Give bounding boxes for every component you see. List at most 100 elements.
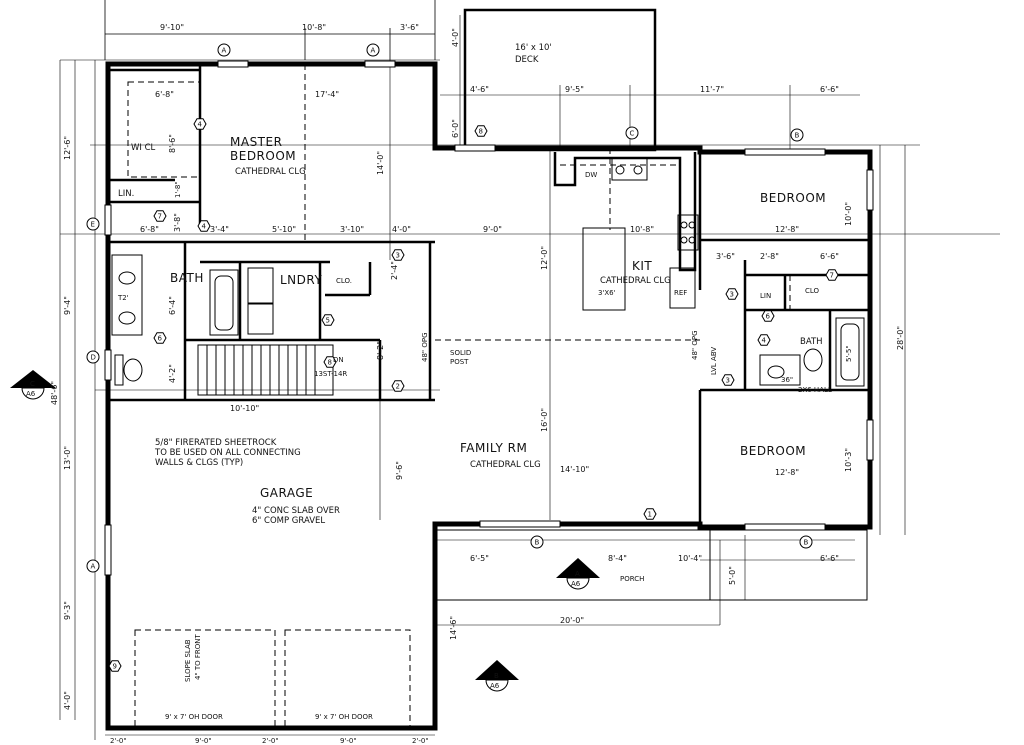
- oh-door-1-label: 9' x 7' OH DOOR: [165, 713, 223, 721]
- svg-text:A: A: [575, 570, 580, 578]
- door-tag-number: 3: [726, 377, 730, 385]
- bedroom-top-label: BEDROOM: [760, 191, 826, 205]
- svg-text:11'-7": 11'-7": [700, 85, 724, 94]
- window-tag: A: [217, 43, 231, 57]
- door-tag: 2: [391, 380, 405, 392]
- solid-post-label: SOLID: [450, 349, 471, 357]
- window-tag: C: [625, 126, 639, 140]
- svg-text:C: C: [30, 380, 35, 388]
- svg-text:3'-8": 3'-8": [173, 213, 182, 232]
- svg-text:5'-10": 5'-10": [272, 225, 296, 234]
- dishwasher-label: DW: [585, 171, 597, 179]
- fridge-label: REF: [674, 289, 687, 297]
- door-tag-number: 4: [202, 223, 207, 231]
- dimension-labels: 9'-10" 10'-8" 3'-6" 4'-0" 4'-6" 9'-5" 11…: [50, 23, 905, 745]
- door-tag: 9: [108, 660, 122, 672]
- svg-text:3'-10": 3'-10": [340, 225, 364, 234]
- toilet-label: T2': [117, 294, 129, 302]
- svg-text:8'-4": 8'-4": [608, 554, 627, 563]
- family-ceiling-note: CATHEDRAL CLG: [470, 460, 541, 470]
- door-tag: 3: [725, 288, 739, 300]
- door-tag: 7: [825, 269, 839, 281]
- window-tag: E: [86, 217, 100, 231]
- sheetrock-note-3: WALLS & CLGS (TYP): [155, 458, 243, 468]
- slope-note-1: SLOPE SLAB: [184, 639, 192, 682]
- svg-text:4'-2": 4'-2": [168, 364, 177, 383]
- svg-text:B: B: [494, 672, 499, 680]
- walls: [105, 8, 873, 731]
- svg-text:4'-0": 4'-0": [392, 225, 411, 234]
- svg-text:3'-4": 3'-4": [210, 225, 229, 234]
- svg-text:48'-6": 48'-6": [50, 381, 59, 405]
- master-bedroom-label: MASTER: [230, 135, 282, 149]
- closet-label: CLO.: [336, 277, 352, 285]
- svg-text:12'-0": 12'-0": [540, 246, 549, 270]
- svg-text:8'-6": 8'-6": [168, 134, 177, 153]
- deck-size-label: 16' x 10': [515, 43, 552, 53]
- door-tag-number: 7: [158, 213, 162, 221]
- section-marker-c: C A6: [10, 370, 56, 400]
- svg-text:14'-10": 14'-10": [560, 465, 589, 474]
- svg-text:3'-6": 3'-6": [716, 252, 735, 261]
- section-marker-a: A A6: [556, 558, 600, 590]
- window-tag-letter: D: [91, 354, 96, 362]
- kitchen-label: KIT: [632, 259, 652, 273]
- door-tag: 4: [193, 118, 207, 130]
- sheetrock-note-2: TO BE USED ON ALL CONNECTING: [154, 448, 301, 458]
- svg-text:20'-0": 20'-0": [560, 616, 584, 625]
- deck-label: DECK: [515, 55, 539, 65]
- svg-text:5'-5": 5'-5": [845, 345, 853, 362]
- door-tag-number: 3: [396, 252, 400, 260]
- svg-text:1'-8": 1'-8": [174, 181, 182, 198]
- svg-text:9'-4": 9'-4": [63, 296, 72, 315]
- door-tag: 3: [721, 374, 735, 386]
- svg-text:10'-8": 10'-8": [630, 225, 654, 234]
- svg-text:6'-8": 6'-8": [140, 225, 159, 234]
- window-tag: D: [86, 350, 100, 364]
- lvl-above-note: LVL ABV: [710, 347, 718, 375]
- dimension-lines: [59, 0, 1000, 740]
- door-tag: 1: [643, 508, 657, 520]
- fixtures: [111, 157, 865, 387]
- svg-text:10'-10": 10'-10": [230, 404, 259, 413]
- svg-text:28'-0": 28'-0": [896, 326, 905, 350]
- door-tag: 8: [323, 356, 337, 368]
- svg-text:9'-0": 9'-0": [483, 225, 502, 234]
- svg-text:A6: A6: [490, 682, 500, 690]
- door-tag: 4: [197, 220, 211, 232]
- window-tag-letter: A: [371, 47, 376, 55]
- svg-text:A6: A6: [571, 580, 581, 588]
- svg-text:14'-6": 14'-6": [449, 616, 458, 640]
- svg-text:16'-0": 16'-0": [540, 408, 549, 432]
- slope-note-2: 4" TO FRONT: [194, 633, 202, 680]
- garage-label: GARAGE: [260, 486, 313, 500]
- door-tag-number: 9: [113, 663, 117, 671]
- svg-text:2'-0": 2'-0": [110, 737, 127, 745]
- svg-text:2'-0": 2'-0": [412, 737, 429, 745]
- svg-text:10'-8": 10'-8": [302, 23, 326, 32]
- stair-down-label: DN: [333, 356, 344, 364]
- svg-text:2'-8": 2'-8": [760, 252, 779, 261]
- linen-label: LIN.: [118, 189, 134, 199]
- door-tag: 6: [153, 332, 167, 344]
- window-tag-letter: B: [804, 539, 809, 547]
- sheetrock-note-1: 5/8" FIRERATED SHEETROCK: [155, 438, 277, 448]
- door-tag-number: 2: [396, 383, 400, 391]
- door-tag-number: 4: [198, 121, 203, 129]
- door-tag-number: 8: [479, 128, 483, 136]
- stair-treads: [206, 345, 316, 395]
- oh-door-2-label: 9' x 7' OH DOOR: [315, 713, 373, 721]
- family-room-label: FAMILY RM: [460, 441, 527, 455]
- door-tag-number: 6: [158, 335, 163, 343]
- svg-text:6'-6": 6'-6": [820, 554, 839, 563]
- section-marker-b: B A6: [475, 660, 519, 692]
- linen-right-label: LIN: [760, 292, 771, 300]
- window-tag: A: [366, 43, 380, 57]
- svg-text:12'-6": 12'-6": [63, 136, 72, 160]
- slab-note-1: 4" CONC SLAB OVER: [252, 506, 340, 516]
- window-tag: B: [530, 535, 544, 549]
- svg-text:2'-4": 2'-4": [390, 261, 399, 280]
- hall-label: 2X6 HALL: [798, 386, 832, 394]
